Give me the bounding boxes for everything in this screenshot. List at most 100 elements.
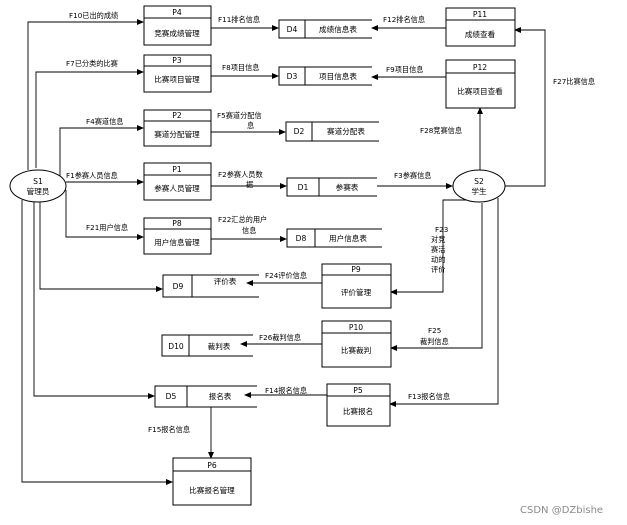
entity-s1-name: 管理员 [27, 186, 50, 196]
flow-label-f23-line5: 评价 [431, 265, 445, 274]
process-p1 [143, 162, 212, 201]
store-d1-name: 参赛表 [336, 182, 359, 192]
process-p11-id: P11 [473, 10, 487, 19]
flow-label-f14: F14报名信息 [265, 386, 307, 395]
entity-s1-id: S1 [33, 177, 43, 186]
store-d1 [286, 177, 377, 197]
store-d4 [278, 19, 372, 39]
process-p6-id: P6 [207, 461, 217, 470]
flow-label-f2-line1: F2参赛人员数 [218, 170, 263, 179]
entity-s2-name: 学生 [471, 186, 487, 196]
flow-line-f27 [504, 27, 546, 187]
flow-label-f11: F11排名信息 [218, 15, 260, 24]
process-p11-name: 成绩查看 [465, 29, 496, 39]
flow-label-f21: F21用户信息 [86, 223, 128, 232]
store-d1-id: D1 [298, 183, 309, 192]
process-p4-name: 竞赛成绩管理 [154, 28, 200, 38]
flow-label-f12: F12排名信息 [383, 15, 425, 24]
flow-label-f25-line2: 裁判信息 [420, 337, 449, 346]
process-p6 [172, 457, 252, 506]
process-p2-id: P2 [172, 111, 182, 120]
store-d4-id: D4 [287, 25, 298, 34]
flow-label-f8: F8项目信息 [222, 63, 259, 72]
process-p8-name: 用户信息管理 [154, 237, 200, 247]
process-p3 [143, 54, 212, 93]
store-d4-name: 成绩信息表 [319, 24, 357, 34]
process-p8-id: P8 [172, 219, 182, 228]
store-d8-name: 用户信息表 [329, 233, 367, 243]
store-d2-name: 赛道分配表 [327, 126, 365, 136]
store-d5-id: D5 [166, 392, 177, 401]
flow-label-f24: F24评价信息 [265, 271, 307, 280]
flow-label-f22-line2: 信息 [242, 226, 256, 235]
flow-label-f25-line1: F25 [428, 326, 441, 335]
flow-label-f23-line2: 对竞 [431, 235, 445, 244]
flow-label-f15: F15报名信息 [148, 425, 190, 434]
flow-label-f13: F13报名信息 [408, 392, 450, 401]
process-p5-id: P5 [353, 386, 363, 395]
store-d9 [162, 274, 259, 298]
flow-line-f10 [27, 19, 144, 170]
store-d3-name: 项目信息表 [319, 71, 357, 81]
store-d5-name: 报名表 [209, 391, 232, 401]
process-p12-id: P12 [473, 63, 487, 72]
process-p11 [445, 7, 516, 47]
flow-label-f3: F3参赛信息 [394, 171, 431, 180]
flow-label-f4: F4赛道信息 [86, 117, 123, 126]
process-p5 [326, 383, 391, 427]
store-d2-id: D2 [294, 127, 305, 136]
flow-label-f10: F10已出的成绩 [69, 11, 118, 20]
flow-label-f28: F28竞赛信息 [420, 126, 462, 135]
process-p1-name: 参赛人员管理 [154, 183, 200, 193]
flow-line-f4 [59, 125, 144, 182]
flow-line-f21 [65, 190, 144, 240]
store-d8 [286, 228, 382, 248]
process-p12 [445, 59, 516, 109]
process-p10-id: P10 [349, 323, 363, 332]
store-d9-name: 评价表 [214, 276, 237, 286]
flow-label-f27: F27比赛信息 [553, 77, 595, 86]
process-p2-name: 赛道分配管理 [154, 129, 200, 139]
process-p9-name: 评价管理 [341, 287, 372, 297]
entity-s2: S2 学生 [452, 169, 506, 203]
flow-label-f23-line1: F23 [435, 225, 448, 234]
process-p2 [143, 109, 212, 147]
flow-line-f13 [389, 198, 499, 407]
process-p12-name: 比赛项目查看 [457, 86, 503, 96]
store-d10-name: 裁判表 [208, 341, 231, 351]
store-d8-id: D8 [296, 234, 307, 243]
entity-s1: S1 管理员 [9, 169, 67, 203]
process-p9-id: P9 [351, 265, 361, 274]
store-d5 [154, 385, 257, 408]
process-p1-id: P1 [172, 165, 182, 174]
process-p4-id: P4 [172, 8, 182, 17]
entity-s2-id: S2 [474, 177, 484, 186]
flow-line-s1-p6 [21, 200, 173, 485]
process-p10 [321, 320, 392, 368]
flow-line-f25 [390, 203, 483, 351]
process-p6-name: 比赛报名管理 [189, 485, 235, 495]
process-p5-name: 比赛报名 [343, 406, 373, 416]
watermark-text: CSDN @DZbishe [520, 505, 603, 516]
flow-label-f5-line1: F5赛道分配信 [217, 111, 262, 120]
flow-line-f23 [390, 199, 470, 295]
flow-label-f9: F9项目信息 [386, 65, 423, 74]
flow-line-s1-d5 [33, 201, 155, 399]
process-p3-id: P3 [172, 56, 182, 65]
flow-label-f23-line3: 赛活 [431, 245, 445, 254]
process-p9 [321, 263, 392, 309]
store-d3 [278, 66, 372, 86]
flow-label-f7: F7已分类的比赛 [66, 59, 118, 68]
flow-label-f22-line1: F22汇总的用户 [218, 215, 267, 224]
flow-line-s1-d9 [39, 201, 163, 292]
store-d10 [161, 334, 253, 357]
flow-line-f7 [35, 69, 144, 168]
process-p8 [143, 217, 212, 255]
store-d3-id: D3 [287, 72, 298, 81]
flow-label-f2-line2: 据 [246, 180, 253, 189]
store-d9-id: D9 [173, 282, 184, 291]
process-p10-name: 比赛裁判 [341, 345, 371, 355]
flow-label-f26: F26裁判信息 [259, 333, 301, 342]
process-p3-name: 比赛项目管理 [154, 74, 200, 84]
